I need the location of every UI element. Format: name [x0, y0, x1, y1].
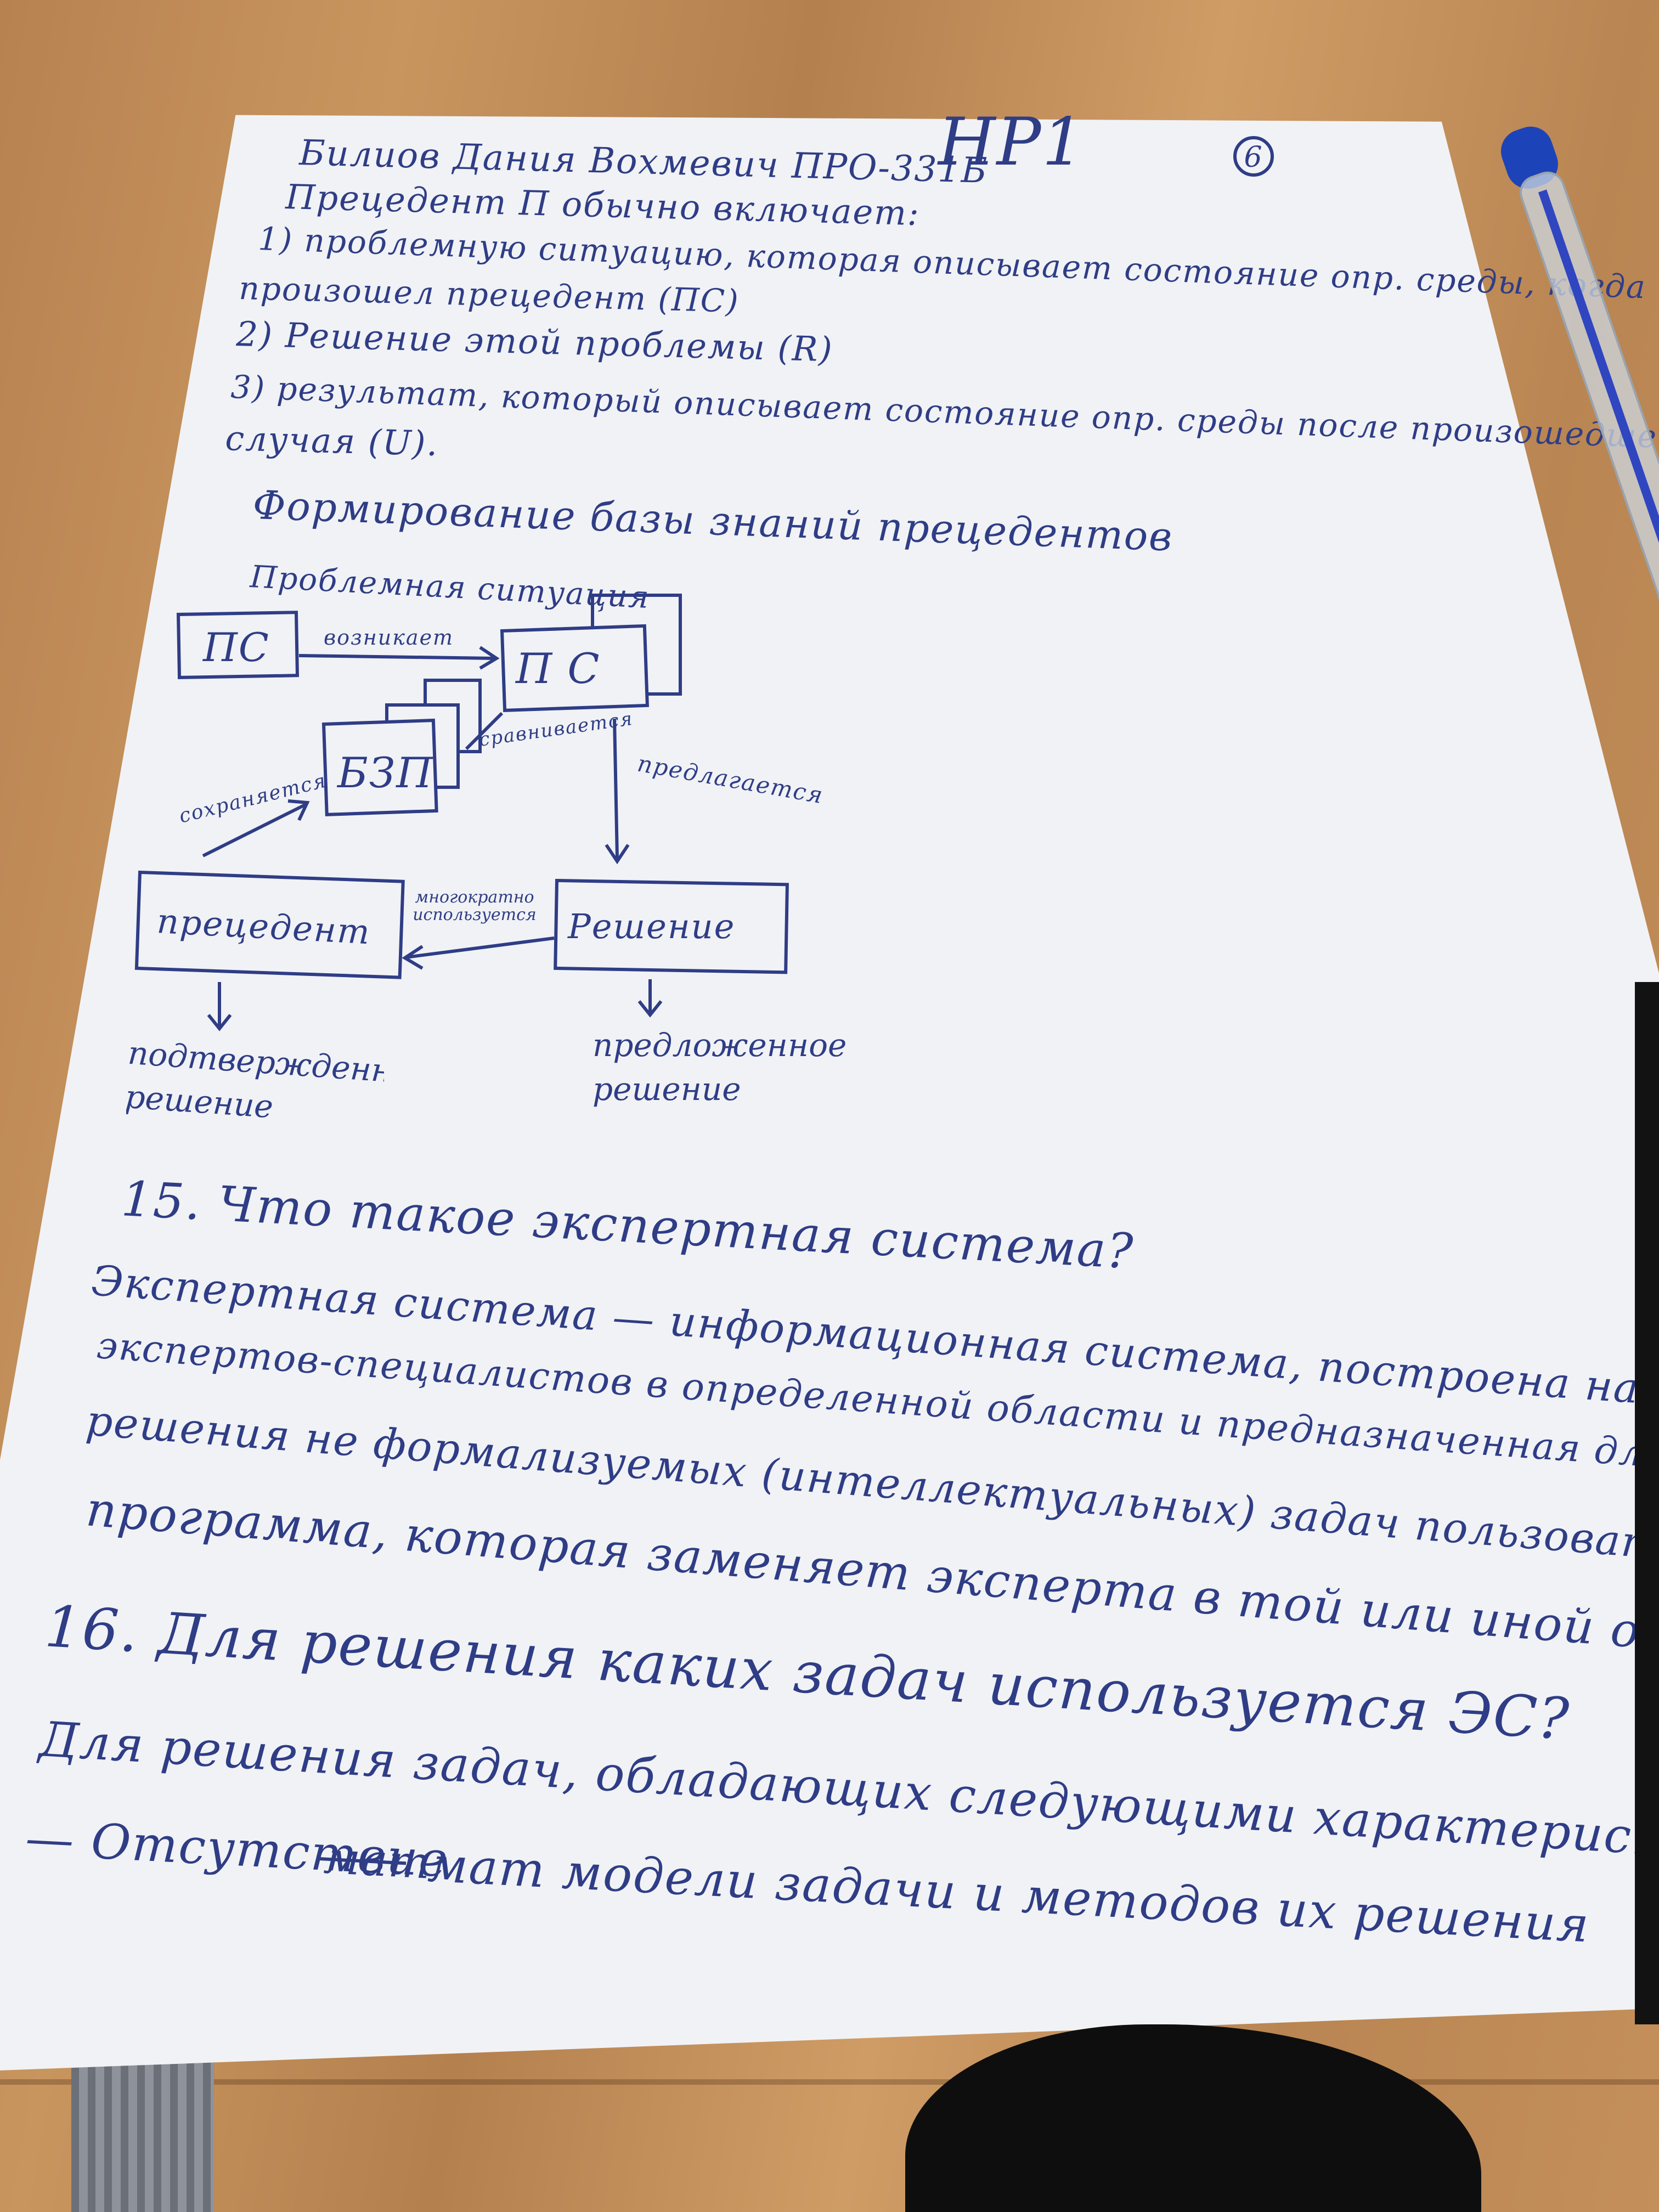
- pen-barrel: [1520, 171, 1659, 724]
- item3-line2: случая (U).: [225, 418, 439, 464]
- arrow-out-left-head: [207, 1014, 232, 1031]
- arrow-used-head: [402, 945, 424, 970]
- dark-cloth-edge: [1635, 982, 1659, 2024]
- page-number: 6: [1244, 141, 1263, 174]
- box-bzp-label: БЗП: [336, 748, 433, 797]
- arrow-used-label-box: многократно используется: [413, 889, 537, 924]
- fabric-strip: [71, 2052, 214, 2212]
- arrow-compare: [465, 712, 504, 751]
- arrow-suggest: [613, 718, 619, 859]
- out-right-box: предложенное решение: [592, 1026, 847, 1108]
- box-ps-right: [500, 624, 650, 713]
- box-ps-right-label: П С: [515, 644, 601, 693]
- arrow-ps-head: [479, 646, 500, 670]
- arrow-used-label: многократно используется: [413, 889, 537, 924]
- arrow-suggest-head: [605, 844, 630, 865]
- table-plank-seam: [0, 2079, 1659, 2085]
- page-number-circle: [1233, 136, 1274, 177]
- header-mark: НР1: [937, 104, 1085, 180]
- arrow-saved: [202, 802, 308, 857]
- arrow-out-right-head: [637, 1000, 663, 1018]
- strike-through: [318, 1857, 407, 1865]
- box-solution-label: Решение: [567, 906, 735, 946]
- box-ps-left: [176, 611, 300, 680]
- pen-ink-tube: [1538, 189, 1659, 659]
- box-solution: [554, 878, 789, 974]
- box-bzp: [321, 718, 438, 817]
- arrow-ps: [298, 654, 494, 660]
- out-right-label: предложенное решение: [592, 1026, 847, 1108]
- arrow-ps-label: возникает: [324, 625, 454, 650]
- arrow-used: [405, 936, 555, 959]
- box-ps-left-label: ПС: [202, 624, 270, 670]
- arrow-saved-head: [287, 799, 310, 821]
- box-precedent: [134, 870, 405, 979]
